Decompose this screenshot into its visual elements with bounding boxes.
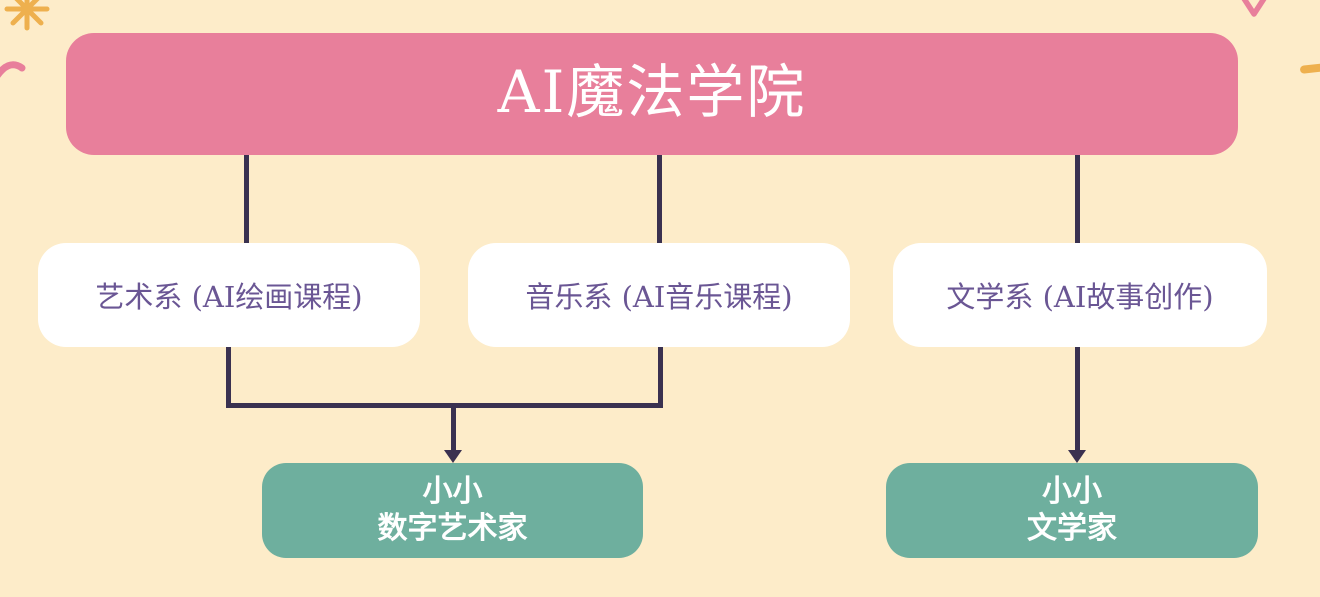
connector-merge-bar	[226, 403, 663, 408]
leaf-node-writer: 小小 文学家	[886, 463, 1258, 558]
root-node-label: AI魔法学院	[497, 58, 807, 126]
leaf-label-line2: 文学家	[1027, 510, 1117, 546]
arrowhead-digital-artist	[444, 450, 462, 463]
connector-art-down	[226, 347, 231, 408]
chevron-icon	[1241, 0, 1267, 17]
leaf-label-line1: 小小	[422, 473, 483, 509]
bar-icon	[1299, 62, 1320, 74]
connector-to-digital-artist	[451, 403, 456, 453]
leaf-label-line2: 数字艺术家	[377, 510, 528, 546]
root-node: AI魔法学院	[66, 33, 1238, 155]
leaf-node-digital-artist: 小小 数字艺术家	[262, 463, 643, 558]
department-node-literature: 文学系 (AI故事创作)	[893, 243, 1267, 347]
leaf-label-line1: 小小	[1042, 473, 1102, 509]
arrowhead-writer	[1068, 450, 1086, 463]
connector-music-down	[658, 347, 663, 408]
connector-root-music	[657, 155, 662, 245]
department-label-literature: 文学系 (AI故事创作)	[946, 280, 1214, 314]
sparkle-icon	[4, 0, 50, 31]
swoosh-icon	[0, 61, 26, 78]
department-node-music: 音乐系 (AI音乐课程)	[468, 243, 850, 347]
department-label-music: 音乐系 (AI音乐课程)	[525, 280, 793, 314]
connector-root-literature	[1075, 155, 1080, 245]
connector-to-writer	[1075, 347, 1080, 453]
department-node-art: 艺术系 (AI绘画课程)	[38, 243, 420, 347]
connector-root-art	[244, 155, 249, 245]
department-label-art: 艺术系 (AI绘画课程)	[95, 280, 363, 314]
